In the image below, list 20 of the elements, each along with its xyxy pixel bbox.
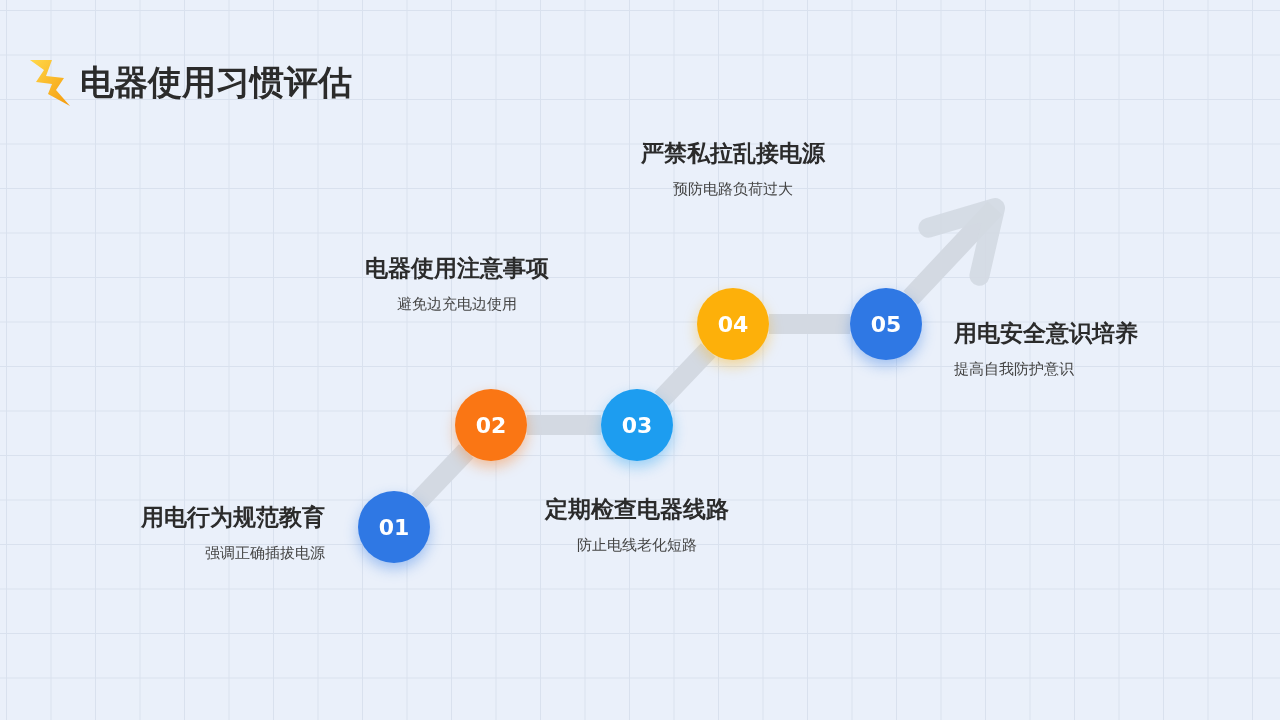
step-description: 强调正确插拔电源	[205, 544, 325, 563]
step-circle: 03	[601, 389, 673, 461]
step-circle: 02	[455, 389, 527, 461]
step-circle: 01	[358, 491, 430, 563]
connector-band	[654, 343, 716, 406]
title: 电器使用习惯评估	[80, 61, 352, 104]
step-description: 防止电线老化短路	[577, 536, 697, 555]
step-description: 预防电路负荷过大	[673, 180, 793, 199]
step-description: 避免边充电边使用	[397, 295, 517, 314]
connector-band	[527, 415, 601, 435]
arrow	[903, 198, 1005, 305]
step-description: 提高自我防护意识	[954, 360, 1074, 379]
step-circle: 05	[850, 288, 922, 360]
step-heading: 用电行为规范教育	[141, 503, 325, 532]
step-heading: 定期检查电器线路	[545, 495, 729, 524]
connector-band	[411, 444, 474, 508]
step-heading: 电器使用注意事项	[365, 254, 549, 283]
step-heading: 严禁私拉乱接电源	[641, 139, 825, 168]
step-circle: 04	[697, 288, 769, 360]
step-heading: 用电安全意识培养	[954, 319, 1138, 348]
